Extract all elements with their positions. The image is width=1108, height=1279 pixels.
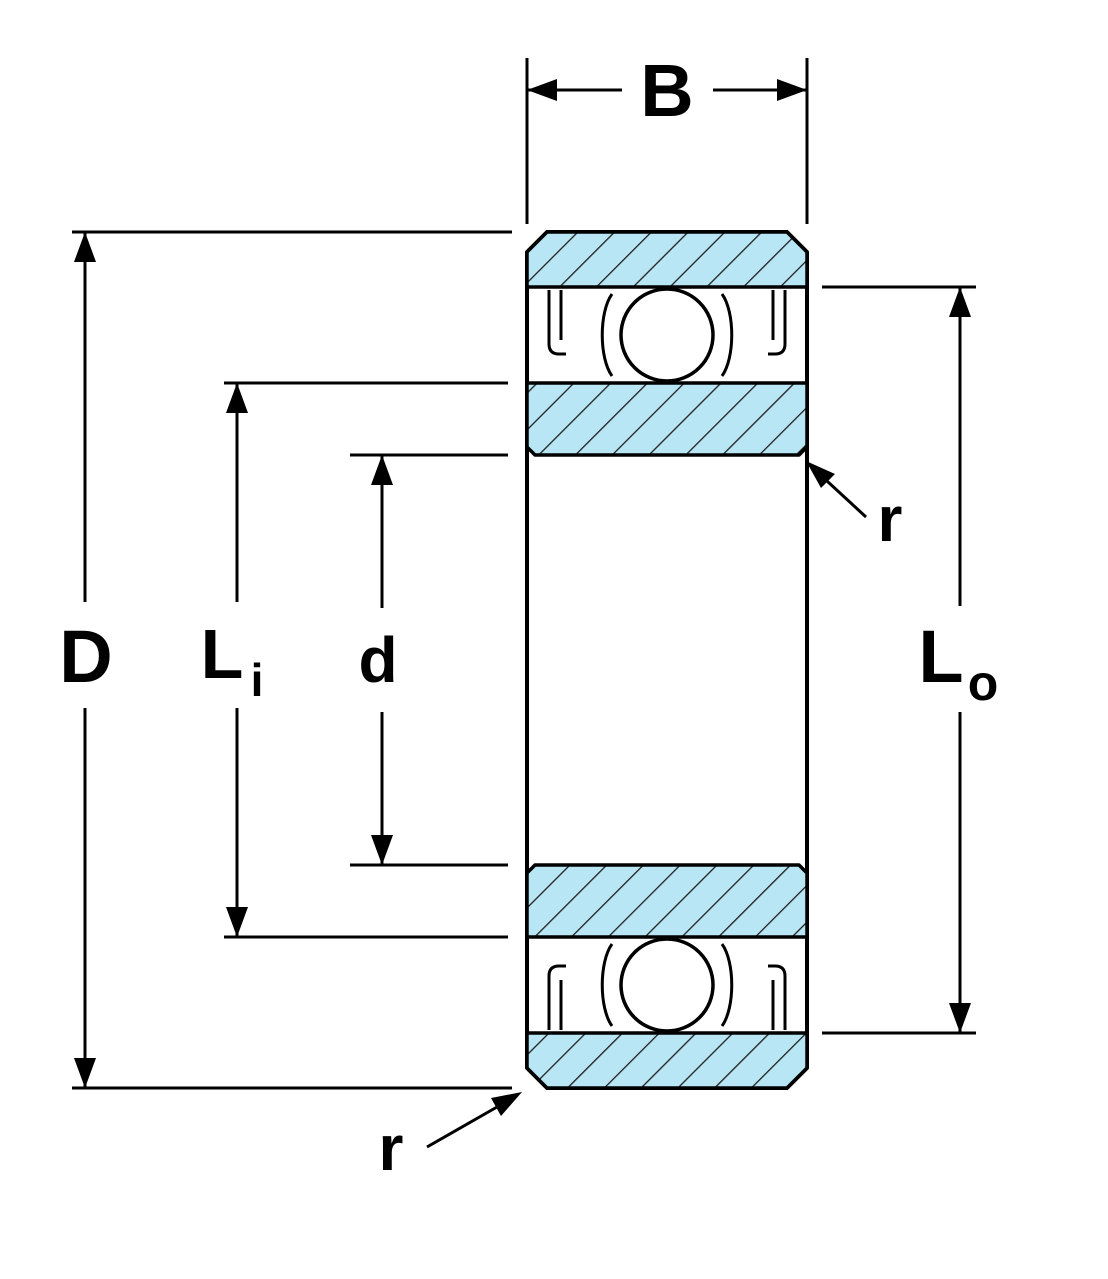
label-bore-d: d xyxy=(358,624,397,696)
inner-ring-top-section xyxy=(525,381,809,457)
shield-top-right xyxy=(768,290,787,356)
arrow-r-top-icon xyxy=(806,461,835,488)
arrow-b-left-icon xyxy=(527,79,557,101)
shield-bottom-right xyxy=(768,964,787,1030)
label-width-b: B xyxy=(640,49,693,132)
arrow-li-bottom-icon xyxy=(226,907,248,937)
label-radius-r-top: r xyxy=(878,483,903,555)
arrow-li-top-icon xyxy=(226,383,248,413)
shield-bottom-left xyxy=(547,964,566,1030)
cage-arc-bottom-right xyxy=(720,943,734,1027)
ball-top xyxy=(619,287,715,383)
outer-ring-top-section xyxy=(525,230,809,289)
label-outer-land-l: L xyxy=(918,615,963,698)
ball-bottom xyxy=(619,937,715,1033)
leader-line-r-bottom xyxy=(426,1105,498,1149)
label-inner-land-l: L xyxy=(201,615,244,693)
ring-sections xyxy=(525,230,809,1090)
radius-annotations xyxy=(426,461,868,1149)
shield-top-left xyxy=(547,290,566,356)
cage-arc-top-right xyxy=(720,293,734,377)
dimension-lines xyxy=(83,88,962,1088)
cage-arc-top-left xyxy=(600,293,614,377)
arrow-lo-bottom-icon xyxy=(949,1003,971,1033)
shields xyxy=(547,290,787,1030)
cage-arc-bottom-left xyxy=(600,943,614,1027)
arrow-d-bottom-icon xyxy=(74,1058,96,1088)
arrowheads xyxy=(74,79,971,1088)
arrow-bore-top-icon xyxy=(371,455,393,485)
label-outer-land-subscript-o: o xyxy=(968,655,999,711)
arrow-lo-top-icon xyxy=(949,287,971,317)
leader-line-r-top xyxy=(825,479,868,519)
arrow-bore-bottom-icon xyxy=(371,835,393,865)
inner-ring-bottom-section xyxy=(525,863,809,939)
label-inner-land-subscript-i: i xyxy=(251,654,264,706)
outer-ring-bottom-section xyxy=(525,1031,809,1090)
cage-arcs xyxy=(600,293,734,1027)
label-outer-diameter-d: D xyxy=(59,615,112,698)
arrow-b-right-icon xyxy=(777,79,807,101)
arrow-r-bottom-icon xyxy=(491,1092,522,1116)
arrow-d-top-icon xyxy=(74,232,96,262)
label-radius-r-bottom: r xyxy=(379,1112,404,1184)
extension-lines xyxy=(72,58,976,1090)
